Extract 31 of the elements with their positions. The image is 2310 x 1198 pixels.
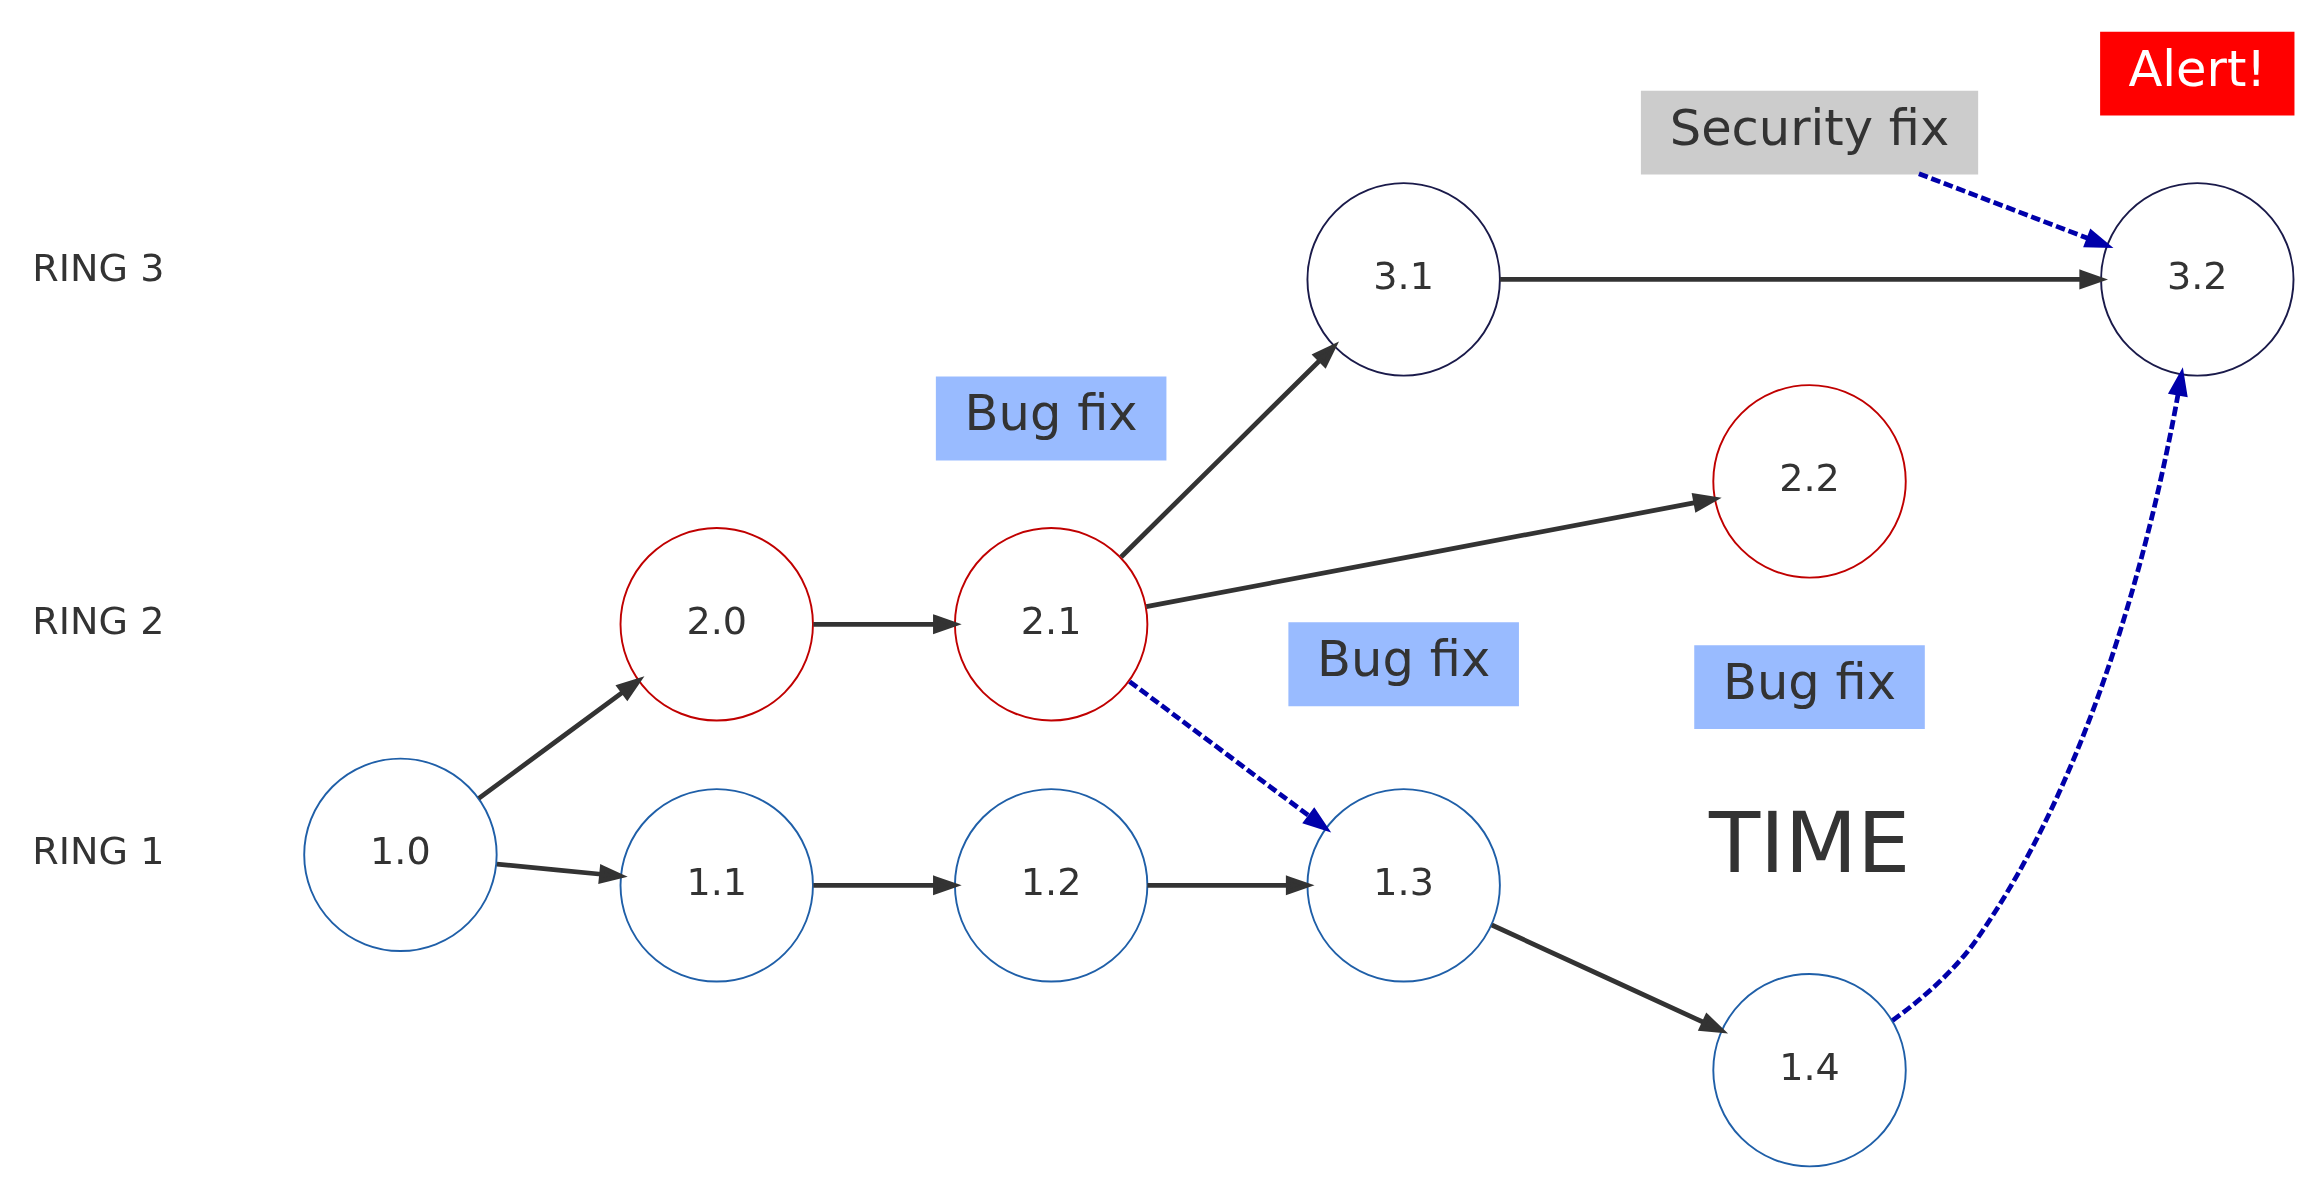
node-box: Bug fix (1694, 644, 1925, 729)
arrow (813, 874, 962, 895)
arrow (813, 613, 962, 634)
node-circle: 1.2 (953, 787, 1149, 982)
arrow (1119, 340, 1339, 559)
arrow (1891, 366, 2188, 1022)
node-circle: 2.1 (953, 526, 1149, 721)
label: RING 2 (32, 598, 165, 643)
node-circle: 2.2 (1712, 383, 1907, 579)
node-circle: 2.0 (619, 526, 814, 721)
node-circle: 1.0 (303, 757, 498, 952)
label: RING 1 (32, 828, 165, 873)
arrow (1145, 492, 1722, 609)
node-circle: 3.1 (1306, 181, 1501, 377)
arrow (1500, 268, 2108, 289)
arrow (1918, 171, 2114, 248)
arrow (496, 861, 628, 884)
node-circle: 3.2 (2100, 181, 2295, 377)
arrow (1128, 679, 1332, 832)
node-circle: 1.3 (1306, 787, 1501, 982)
arrow (1147, 874, 1315, 895)
node-circle: 1.1 (619, 787, 814, 982)
node-box: Bug fix (1288, 621, 1519, 706)
node-circle: 1.4 (1712, 972, 1907, 1167)
node-box: Alert! (2100, 31, 2295, 115)
node-box: Security fix (1640, 90, 1979, 175)
label: RING 3 (32, 245, 165, 290)
label: TIME (1708, 793, 1911, 892)
arrow (1490, 922, 1729, 1034)
arrow (477, 675, 645, 800)
node-box: Bug fix (935, 376, 1167, 460)
